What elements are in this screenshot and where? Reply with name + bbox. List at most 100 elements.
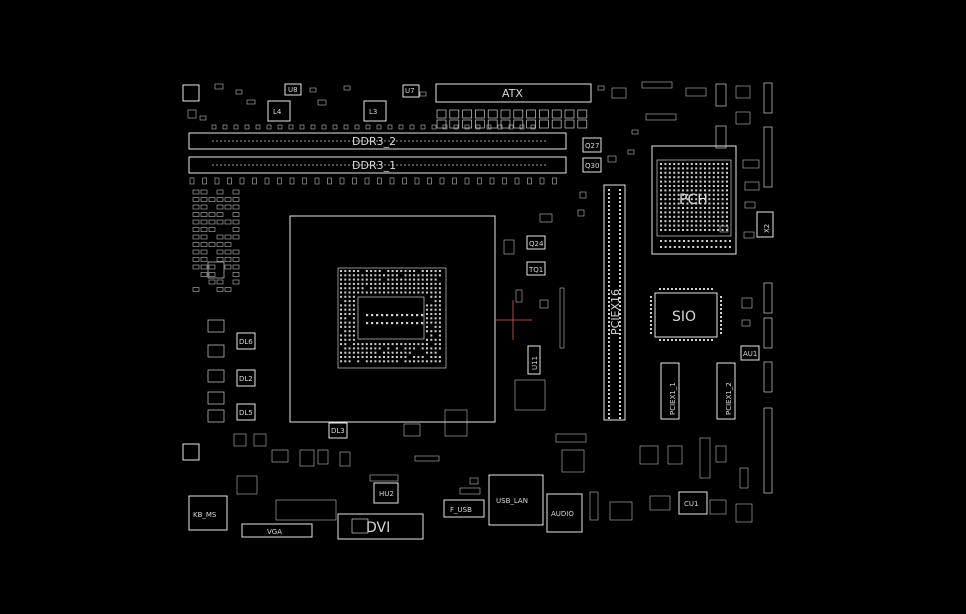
cpu-ball [426, 322, 428, 324]
atx-pin [463, 120, 472, 128]
cpu-ball [435, 326, 437, 328]
pch-ball [682, 167, 684, 169]
vrm-cap [225, 250, 231, 254]
component [515, 380, 545, 410]
component [650, 496, 670, 510]
vrm-cap [233, 273, 239, 277]
pch-ball [673, 229, 675, 231]
cpu-ball [396, 279, 398, 281]
cpu-ball [409, 279, 411, 281]
pch-ball [678, 216, 680, 218]
pch-ball [669, 172, 671, 174]
component [610, 502, 632, 520]
cpu-ball [392, 274, 394, 276]
pch-ball [700, 163, 702, 165]
sio-pin [720, 316, 722, 318]
component [540, 214, 552, 222]
cpu-ball [426, 279, 428, 281]
cpu-ball [413, 283, 415, 285]
cpu-ball [430, 360, 432, 362]
pch-ball [704, 220, 706, 222]
pcie-pin [608, 189, 610, 191]
pch-ball [713, 185, 715, 187]
pch-ball [660, 198, 662, 200]
cpu-ball [340, 317, 342, 319]
pcie-pin [619, 253, 621, 255]
cpu-ball [353, 296, 355, 298]
vrm-cap [201, 258, 207, 262]
tq1-label: TQ1 [528, 266, 543, 274]
pch-ball [700, 176, 702, 178]
pcie-pin [619, 349, 621, 351]
kb-ms-port: KB_MS [189, 496, 227, 530]
cpu-ball [340, 339, 342, 341]
smd [377, 125, 381, 129]
smd [490, 178, 494, 184]
cpu-ball [396, 356, 398, 358]
pcie-pin [619, 413, 621, 415]
pch-ball [708, 216, 710, 218]
component [612, 88, 626, 98]
cpu-ball [417, 274, 419, 276]
pch-ball [717, 189, 719, 191]
pch-ball [673, 216, 675, 218]
vrm-cap [225, 288, 231, 292]
component [300, 450, 314, 466]
cpu-ball [353, 317, 355, 319]
sio-pin [659, 339, 661, 341]
cpu-ball [357, 274, 359, 276]
pch-ball [708, 163, 710, 165]
cpu-ball [353, 330, 355, 332]
pch-ball [708, 194, 710, 196]
pch-ball [669, 220, 671, 222]
mount-hole-tl [183, 85, 199, 101]
sio-pin [720, 312, 722, 314]
cpu-ball [409, 287, 411, 289]
smd [503, 178, 507, 184]
cpu-ball [396, 292, 398, 294]
cpu-ball [349, 283, 351, 285]
pch-ball [717, 220, 719, 222]
pcie-pin [619, 229, 621, 231]
header [716, 84, 726, 106]
cpu-ball [366, 292, 368, 294]
pch-ball [691, 220, 693, 222]
pcie-pin [608, 213, 610, 215]
cpu-ball [396, 283, 398, 285]
pcie-pin [619, 353, 621, 355]
cpu-ball [413, 274, 415, 276]
cpu-ball [439, 296, 441, 298]
cpu-ball [413, 287, 415, 289]
pch-ball [660, 176, 662, 178]
cpu-ball [413, 360, 415, 362]
pch-ball [706, 240, 708, 242]
atx-pin [463, 110, 472, 118]
pcie-pin [608, 349, 610, 351]
vrm-cap [193, 243, 199, 247]
pch-ball [664, 176, 666, 178]
cpu-ball [379, 292, 381, 294]
pch-ball [660, 181, 662, 183]
pch-chip: PCH [652, 146, 736, 254]
pch-ball [660, 185, 662, 187]
smd [390, 178, 394, 184]
cpu-ball [381, 314, 383, 316]
cpu-ball [409, 343, 411, 345]
cpu-ball [349, 352, 351, 354]
sio-pin [691, 339, 693, 341]
cpu-ball [426, 274, 428, 276]
pcie-pin [619, 397, 621, 399]
cpu-ball [409, 270, 411, 272]
vrm-cap [233, 228, 239, 232]
vrm-cap [209, 213, 215, 217]
component [540, 300, 548, 308]
pcie-pin [619, 385, 621, 387]
sio-pin [667, 339, 669, 341]
cpu-ball [370, 292, 372, 294]
pch-ball [697, 246, 699, 248]
vrm-cap [233, 220, 239, 224]
cpu-ball [374, 279, 376, 281]
pch-ball [722, 220, 724, 222]
cpu-ball [353, 292, 355, 294]
cpu-ball [406, 314, 408, 316]
